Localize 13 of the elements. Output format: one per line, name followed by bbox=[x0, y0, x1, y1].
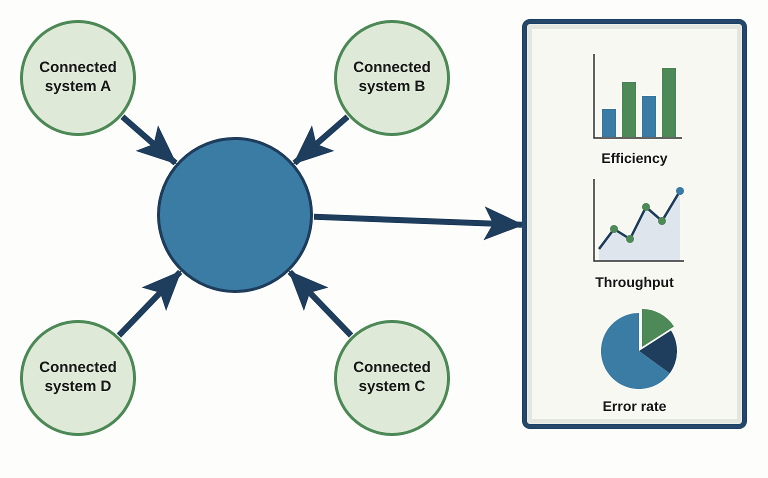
system-label: Connected system C bbox=[352, 359, 432, 397]
arrow bbox=[314, 206, 524, 240]
arrow bbox=[292, 114, 350, 166]
chart-caption: Error rate bbox=[602, 398, 668, 414]
arrow bbox=[288, 270, 354, 338]
system-label: Connected system D bbox=[38, 359, 118, 397]
arrow bbox=[116, 270, 182, 338]
arrow bbox=[120, 114, 178, 166]
chart-caption: Throughput bbox=[594, 274, 675, 290]
metrics-panel bbox=[522, 19, 747, 429]
chart-caption: Efficiency bbox=[600, 150, 669, 166]
system-label: Connected system A bbox=[38, 59, 118, 97]
system-label: Connected system B bbox=[352, 59, 432, 97]
